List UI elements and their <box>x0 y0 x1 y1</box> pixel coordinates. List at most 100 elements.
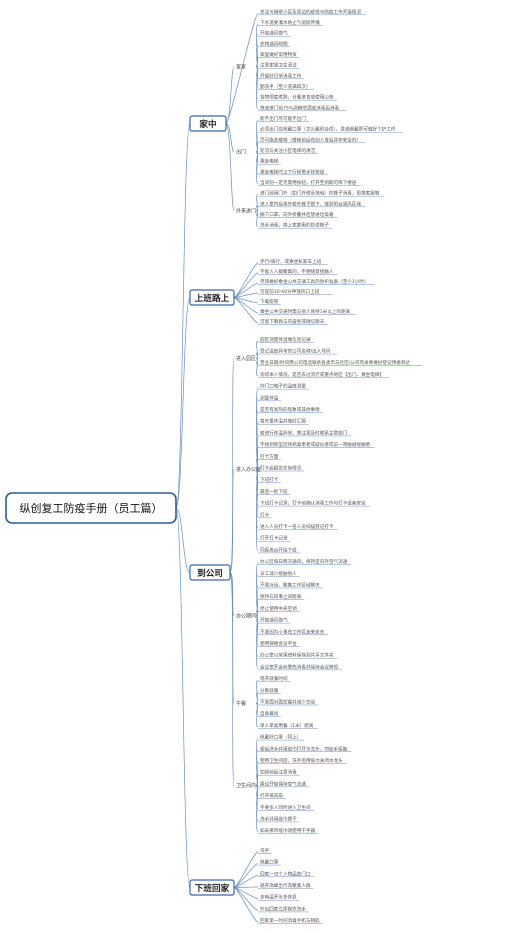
leaf-item: 进门前用门外（如门外附近地域）的鞋子消毒，更换家居鞋 <box>260 190 380 197</box>
group-label: 午餐 <box>236 700 246 707</box>
group-to-leaf-line <box>255 66 259 110</box>
leaf-item: 若进行体温异常，需注意及时联系主管部门 <box>260 429 348 436</box>
leaf-item: 食物彻底煮熟，分餐进食或使用公筷 <box>260 94 334 101</box>
leaf-item: 错开就餐时间 <box>260 675 288 682</box>
group-to-leaf-line <box>233 297 259 324</box>
root-to-branch-line <box>175 507 191 888</box>
group-to-leaf-line <box>255 469 259 552</box>
leaf-item: 回家第一时间消毒手机与钥匙 <box>260 917 320 924</box>
leaf-item: 能不出门尽可能不出门 <box>260 115 306 122</box>
leaf-item: 测量体温 <box>260 394 279 401</box>
group-to-leaf-line <box>255 151 259 185</box>
leaf-item: 办公区每日两次通风，保持室内外空气流通 <box>260 558 348 565</box>
leaf-item: 营业日期/时间用公司电话联系各类市与社区/公司有关要做好登记预备到达 <box>260 359 411 366</box>
branch-to-group-line <box>229 469 235 573</box>
group-to-leaf-line <box>233 887 259 900</box>
leaf-item: 打开排风扇 <box>260 792 283 799</box>
leaf-item: 进入室内后将外套外鞋子脱下，放到阳台通风区域 <box>260 200 361 207</box>
group-to-leaf-line <box>255 785 259 833</box>
leaf-item: 乘坐电梯 <box>260 158 279 165</box>
leaf-item: 尽快做好乘坐公共交通工具的防护准备（至少1小时） <box>260 278 369 285</box>
group-label: 室家 <box>236 63 246 70</box>
leaf-item: 衣物通风晾晒 <box>260 40 288 47</box>
leaf-item: 洗手 <box>260 847 270 854</box>
leaf-item: 同距离台开始下班 <box>260 546 297 553</box>
leaf-item: 向门口电子的温度测量 <box>260 383 306 390</box>
leaf-item: 开窗通风换气 <box>260 617 288 624</box>
leaf-item: 洗手并用纸巾擦干 <box>260 815 297 822</box>
group-label: 卫生间内 <box>236 782 256 789</box>
leaf-item: 勤洗手（至少洗满四次） <box>260 83 311 90</box>
branch-to-group-line <box>229 572 235 786</box>
group-to-leaf-line <box>233 886 259 888</box>
group-to-leaf-line <box>255 340 259 359</box>
leaf-item: 下水道要灌水防止气溶胶传播 <box>260 19 320 26</box>
leaf-item: 必须出门应佩戴口罩（怎么戴很合适），普通佩戴即可做好个护工作 <box>260 126 396 133</box>
group-to-leaf-line <box>233 851 259 888</box>
leaf-item: 分散就餐 <box>260 687 279 694</box>
branch-commute-label: 上班路上 <box>195 292 230 304</box>
leaf-item: 乘坐公共交通时需与他人保持1米以上的距离 <box>260 308 351 315</box>
branch-to-group-line <box>225 123 235 153</box>
leaf-item: 停止使用中央空调 <box>260 605 297 612</box>
leaf-item: 便后洗手并用纸巾打开水龙头，勿徒手接触 <box>260 745 348 752</box>
connector-lines <box>175 12 422 924</box>
leaf-item: 使用快捷会议平台 <box>260 640 297 647</box>
leaf-item: 洗手消毒，换上家庭用的舒适鞋子 <box>260 222 329 229</box>
leaf-item: 不要面对面就餐并减少交谈 <box>260 698 316 705</box>
leaf-item: 当间别一定无需用按钮，打开至到期可降下楼层 <box>260 179 357 186</box>
root-to-branch-line <box>175 123 191 509</box>
leaf-item: 员工减少接触他人 <box>260 570 297 577</box>
leaf-item: 可提前30-60分钟放风口上班 <box>260 288 320 295</box>
root-node-label: 纵创复工防疫手册（员工篇） <box>20 501 163 515</box>
leaf-item: 可留下聊佩与内容各或微信聊天 <box>260 318 325 325</box>
leaf-item: 不要因为小事在工作区走来走去 <box>260 628 325 635</box>
branch-to-group-line <box>225 123 235 212</box>
leaf-item: 佩戴好口罩（同上） <box>260 734 301 741</box>
group-to-leaf-line <box>255 358 259 377</box>
leaf-item: 开展好日常消毒工作 <box>260 72 302 79</box>
branch-office-box <box>189 564 231 581</box>
leaf-item: 不要对话、聚集工作区域聊天 <box>260 582 320 589</box>
leaf-item: 外出回家立即换衣洗手 <box>260 905 306 912</box>
leaf-item: 登记温度异常的公司名称/出入号码 <box>260 348 331 355</box>
group-label: 进入办公室 <box>236 466 261 473</box>
leaf-item: 轮流与关注小区电梯的清洁 <box>260 147 316 154</box>
leaf-item: 每天量体温并做好汇报 <box>260 418 306 425</box>
leaf-item: 如未携带纸巾请使用干手器 <box>260 827 316 834</box>
root-to-branch-line <box>175 507 191 573</box>
leaf-item: 询问本人情况，是否去过流行或重点地区【出门、乘坐电梯】 <box>260 371 384 378</box>
branch-to-group-line <box>229 358 235 573</box>
leaf-item: 下班打卡记录，打卡前确认消毒工作与打卡设备安全 <box>260 500 366 507</box>
leaf-item: 是否有发热的现象或其他事情 <box>260 406 320 413</box>
leaf-item: 避开高峰出行及聚集人群 <box>260 882 311 889</box>
leaf-item: 注意家里卫生清洁 <box>260 62 297 69</box>
root-node-box <box>5 492 177 524</box>
leaf-item: 单人单桌用餐（1米）距离 <box>260 722 314 729</box>
branch-gohome-box <box>189 879 235 896</box>
group-label: 进入园区 <box>236 355 256 362</box>
group-to-leaf-line <box>255 597 259 617</box>
leaf-item: 进入人员打卡一名人员扫描登记打卡 <box>260 523 334 530</box>
leaf-item: 摘下口罩，向外折叠并后放进垃圾箱 <box>260 211 334 218</box>
leaf-item: 佩戴口罩 <box>260 859 279 866</box>
group-to-leaf-line <box>255 194 259 212</box>
leaf-item: 回家一切个人物品放门口 <box>260 870 311 877</box>
leaf-item: 家里做好常用物资 <box>260 51 297 58</box>
group-label: 外来进门 <box>236 207 256 214</box>
mind-map-nodes: 关注与隔壁小区及周边的疫情与防疫工作开展情况室家下水道要灌水防止气溶胶传播开窗通… <box>236 8 411 924</box>
leaf-item: 下班打卡 <box>260 476 279 483</box>
leaf-item: 办公室以常用资料保存到共享文件夹 <box>260 652 334 659</box>
leaf-item: 如厕前后注意消毒 <box>260 769 297 776</box>
leaf-item: 自备餐具 <box>260 710 279 717</box>
branch-to-group-line <box>225 66 235 124</box>
leaf-item: 步行/骑行，或乘坐私家车上班 <box>260 258 322 265</box>
leaf-item: 保持与同事之间距离 <box>260 593 302 600</box>
leaf-item: 打卡后报告实际情况 <box>260 465 302 472</box>
group-label: 出门 <box>236 149 246 156</box>
leaf-item: 打卡方面 <box>260 453 279 460</box>
group-to-leaf-line <box>255 615 259 669</box>
branch-gohome-label: 下班回家 <box>195 882 230 894</box>
leaf-item: 不要多人同时进入卫生间 <box>260 804 311 811</box>
